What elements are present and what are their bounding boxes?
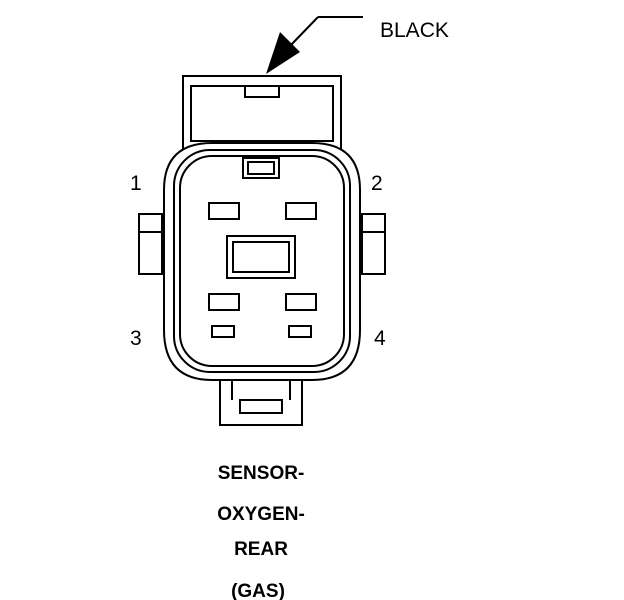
cavity-3b <box>211 325 235 338</box>
callout-arrow <box>289 16 363 47</box>
caption-line-1: SENSOR- <box>218 463 305 484</box>
caption-line-2: OXYGEN- <box>217 504 305 525</box>
pin-label-1: 1 <box>130 172 142 195</box>
cavity-2 <box>285 202 317 220</box>
pin-label-2: 2 <box>371 172 383 195</box>
cavity-3 <box>208 293 240 311</box>
caption-line-3: REAR <box>234 539 288 560</box>
connector-foot <box>219 370 303 426</box>
callout-label-black: BLACK <box>380 19 449 42</box>
pin-label-3: 3 <box>130 327 142 350</box>
cavity-4 <box>285 293 317 311</box>
pin-label-4: 4 <box>374 327 386 350</box>
connector-latch <box>182 75 342 153</box>
terminal-cavities <box>208 157 317 338</box>
cavity-4b <box>288 325 312 338</box>
caption-line-4: (GAS) <box>231 581 285 600</box>
cavity-1 <box>208 202 240 220</box>
callout-arrowhead <box>266 32 300 74</box>
